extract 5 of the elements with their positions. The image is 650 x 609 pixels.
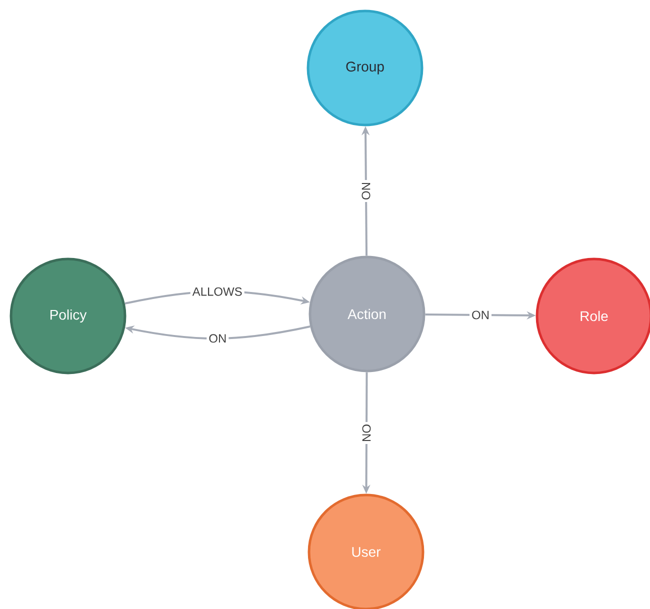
edge-label: ALLOWS <box>190 285 244 298</box>
edge-label: ON <box>360 180 372 202</box>
edge-label: ON <box>206 332 229 345</box>
edge-label: ON <box>360 422 373 444</box>
edge-label: ON <box>470 308 492 322</box>
